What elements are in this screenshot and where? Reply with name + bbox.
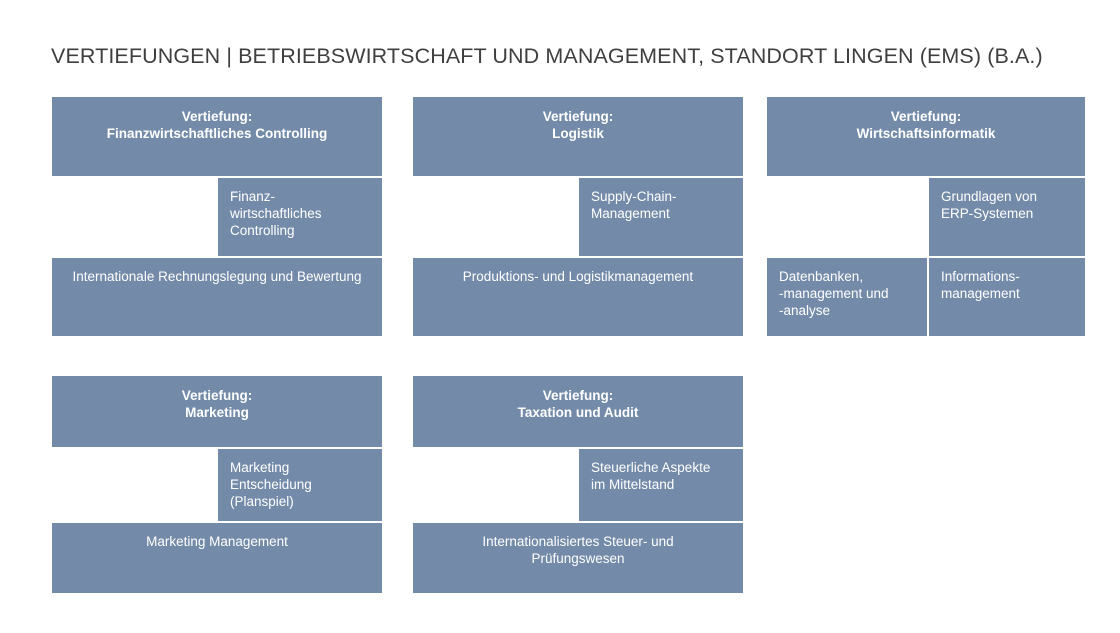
- header-prefix: Vertiefung:: [542, 388, 614, 403]
- vertiefung-header-finanzwirtschaftliches-controlling: Vertiefung: Finanzwirtschaftliches Contr…: [52, 97, 382, 176]
- vertiefung-header-marketing: Vertiefung: Marketing: [52, 376, 382, 447]
- module-produktions-logistikmanagement: Produktions- und Logistikmanagement: [413, 258, 743, 336]
- module-grundlagen-erp-systeme: Grundlagen von ERP-Systemen: [929, 178, 1085, 256]
- header-title: Marketing: [185, 405, 249, 420]
- module-supply-chain-management: Supply-Chain- Management: [579, 178, 743, 256]
- header-prefix: Vertiefung:: [181, 388, 253, 403]
- module-informationsmanagement: Informations- management: [929, 258, 1085, 336]
- module-finanzwirtschaftliches-controlling: Finanz- wirtschaftliches Controlling: [218, 178, 382, 256]
- module-marketing-management: Marketing Management: [52, 523, 382, 593]
- header-title: Logistik: [552, 126, 604, 141]
- header-prefix: Vertiefung:: [890, 109, 962, 124]
- vertiefung-header-logistik: Vertiefung: Logistik: [413, 97, 743, 176]
- header-prefix: Vertiefung:: [181, 109, 253, 124]
- module-steuerliche-aspekte: Steuerliche Aspekte im Mittelstand: [579, 449, 743, 521]
- module-marketing-entscheidung: Marketing Entscheidung (Planspiel): [218, 449, 382, 521]
- module-internationalisiertes-steuerwesen: Internationalisiertes Steuer- und Prüfun…: [413, 523, 743, 593]
- header-title: Wirtschaftsinformatik: [856, 126, 996, 141]
- vertiefung-header-wirtschaftsinformatik: Vertiefung: Wirtschaftsinformatik: [767, 97, 1085, 176]
- module-internationale-rechnungslegung: Internationale Rechnungslegung und Bewer…: [52, 258, 382, 336]
- module-datenbanken: Datenbanken, -management und -analyse: [767, 258, 927, 336]
- header-prefix: Vertiefung:: [542, 109, 614, 124]
- header-title: Finanzwirtschaftliches Controlling: [106, 126, 328, 141]
- vertiefung-header-taxation-audit: Vertiefung: Taxation und Audit: [413, 376, 743, 447]
- header-title: Taxation und Audit: [517, 405, 639, 420]
- page-title: VERTIEFUNGEN | BETRIEBSWIRTSCHAFT UND MA…: [51, 44, 1043, 68]
